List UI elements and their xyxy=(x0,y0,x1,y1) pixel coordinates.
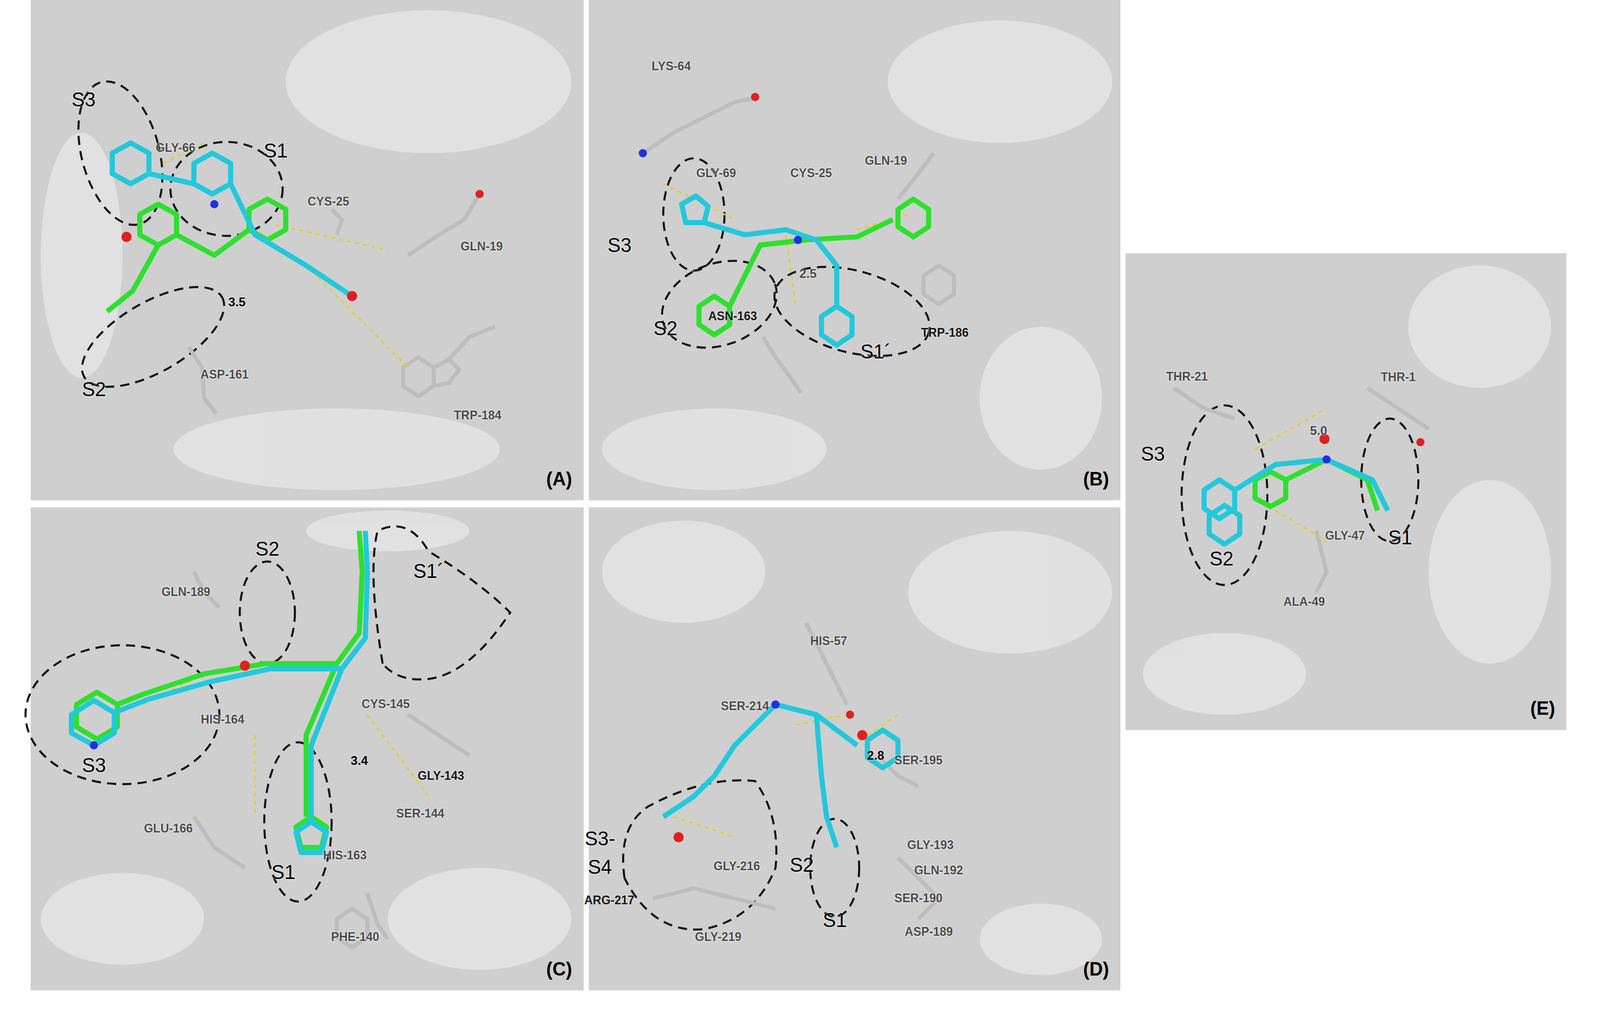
pocket-label: S2 xyxy=(653,318,678,340)
residue-label: THR-21 xyxy=(1166,370,1209,384)
residue-label: CYS-145 xyxy=(361,697,410,711)
residue-label: HIS-57 xyxy=(810,634,848,648)
residue-label: HIS-164 xyxy=(200,713,245,726)
pocket-label: S3 xyxy=(1141,443,1165,466)
pocket-label: S1´ xyxy=(860,341,891,363)
panel-letter: (A) xyxy=(546,468,573,490)
distance-label: 3.4 xyxy=(350,753,368,768)
pocket-label: S2 xyxy=(1209,548,1234,570)
figure-panel: (E) xyxy=(1125,252,1567,730)
panel-letter: (C) xyxy=(546,958,573,980)
residue-label: ASP-189 xyxy=(904,925,953,939)
panel-letter: (B) xyxy=(1083,468,1110,490)
residue-label: ALA-49 xyxy=(1283,595,1326,609)
residue-label: GLU-166 xyxy=(144,821,194,835)
residue-label: GLY-66 xyxy=(155,141,196,155)
pocket-label: S1 xyxy=(263,140,288,163)
residue-label: HIS-163 xyxy=(323,848,367,862)
pocket-label: S4 xyxy=(588,856,612,879)
residue-label: TRP-186 xyxy=(921,326,969,340)
pocket-label: S1 xyxy=(822,909,847,932)
residue-label: CYS-25 xyxy=(790,166,833,180)
pocket-label: S2 xyxy=(789,854,814,877)
pocket-label: S3 xyxy=(607,234,632,257)
residue-label: ASP-161 xyxy=(200,368,249,382)
pocket-label: S3 xyxy=(71,89,96,112)
pocket-label: S1´ xyxy=(413,560,444,583)
distance-label: 2.5 xyxy=(799,266,817,281)
residue-label: GLN-19 xyxy=(864,154,908,168)
residue-label: ARG-217 xyxy=(583,893,635,907)
residue-label: GLN-19 xyxy=(460,240,503,253)
distance-label: 3.5 xyxy=(228,295,246,309)
residue-label: GLY-193 xyxy=(907,838,954,852)
residue-label: ASN-163 xyxy=(708,309,758,323)
residue-label: SER-190 xyxy=(894,891,943,905)
figure-panel: (B) xyxy=(588,0,1121,501)
residue-label: GLY-219 xyxy=(694,930,742,944)
panel-letter: (D) xyxy=(1083,958,1110,980)
residue-label: SER-144 xyxy=(395,806,445,820)
panel-letter: (E) xyxy=(1530,697,1556,720)
figure-panel: (C) xyxy=(30,507,584,991)
figure-panel: (D) xyxy=(588,507,1121,991)
residue-label: LYS-64 xyxy=(651,59,691,73)
residue-label: GLY-47 xyxy=(1324,529,1365,543)
residue-label: GLY-216 xyxy=(713,859,760,873)
residue-label: SER-214 xyxy=(720,699,769,713)
distance-label: 2.8 xyxy=(866,748,884,763)
pocket-label: S3- xyxy=(584,828,615,850)
pocket-label: S1 xyxy=(271,861,296,884)
residue-label: GLN-192 xyxy=(914,863,964,877)
residue-label: TRP-184 xyxy=(453,408,502,422)
pocket-label: S3 xyxy=(82,754,106,777)
pocket-label: S2 xyxy=(255,538,280,561)
residue-label: GLN-189 xyxy=(161,585,211,599)
residue-label: CYS-25 xyxy=(307,195,350,209)
pocket-label: S2 xyxy=(82,378,106,401)
residue-label: SER-195 xyxy=(894,753,943,767)
residue-label: THR-1 xyxy=(1380,370,1416,384)
residue-label: PHE-140 xyxy=(330,930,379,944)
residue-label: GLY-69 xyxy=(695,166,736,180)
residue-label: GLY-143 xyxy=(417,769,465,783)
distance-label: 5.0 xyxy=(1309,423,1327,438)
pocket-label: S1 xyxy=(1388,527,1413,549)
